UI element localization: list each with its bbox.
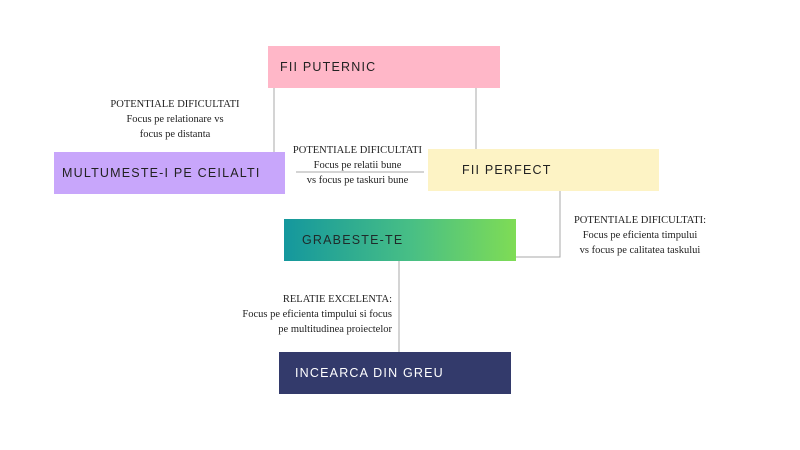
box-grabeste-te: GRABESTE-TE <box>284 219 516 261</box>
box-incearca-label: INCEARCA DIN GREU <box>295 366 444 380</box>
box-incearca-din-greu: INCEARCA DIN GREU <box>279 352 511 394</box>
note-title: POTENTIALE DIFICULTATI <box>292 145 423 156</box>
note-line: Focus pe eficienta timpului <box>582 230 698 241</box>
note-title: POTENTIALE DIFICULTATI: <box>573 215 707 226</box>
connector-perfect-hurry <box>516 191 561 258</box>
note-title: POTENTIALE DIFICULTATI <box>110 99 240 110</box>
note-line: Focus pe relationare vs <box>126 114 224 125</box>
box-fii-perfect-label: FII PERFECT <box>462 163 552 177</box>
note-line: vs focus pe calitatea taskului <box>579 245 701 256</box>
note-line: vs focus pe taskuri bune <box>306 175 409 186</box>
box-fii-perfect: FII PERFECT <box>428 149 659 191</box>
note-please-perfect: POTENTIALE DIFICULTATI Focus pe relatii … <box>285 143 430 188</box>
note-line: focus pe distanta <box>139 129 211 140</box>
box-fii-puternic: FII PUTERNIC <box>268 46 500 88</box>
note-title: RELATIE EXCELENTA: <box>282 294 392 305</box>
note-hurry-try: RELATIE EXCELENTA: Focus pe eficienta ti… <box>190 292 392 337</box>
box-fii-puternic-label: FII PUTERNIC <box>280 60 377 74</box>
box-multumeste-i-pe-ceilalti: MULTUMESTE-I PE CEILALTI <box>54 152 285 194</box>
box-multumeste-label: MULTUMESTE-I PE CEILALTI <box>62 166 261 180</box>
note-strong-please: POTENTIALE DIFICULTATI Focus pe relation… <box>100 97 250 142</box>
note-line: Focus pe eficienta timpului si focus <box>242 309 392 320</box>
note-line: Focus pe relatii bune <box>313 160 402 171</box>
note-perfect-hurry: POTENTIALE DIFICULTATI: Focus pe eficien… <box>560 213 720 258</box>
note-line: pe multitudinea proiectelor <box>278 324 392 335</box>
box-grabeste-te-label: GRABESTE-TE <box>302 233 404 247</box>
